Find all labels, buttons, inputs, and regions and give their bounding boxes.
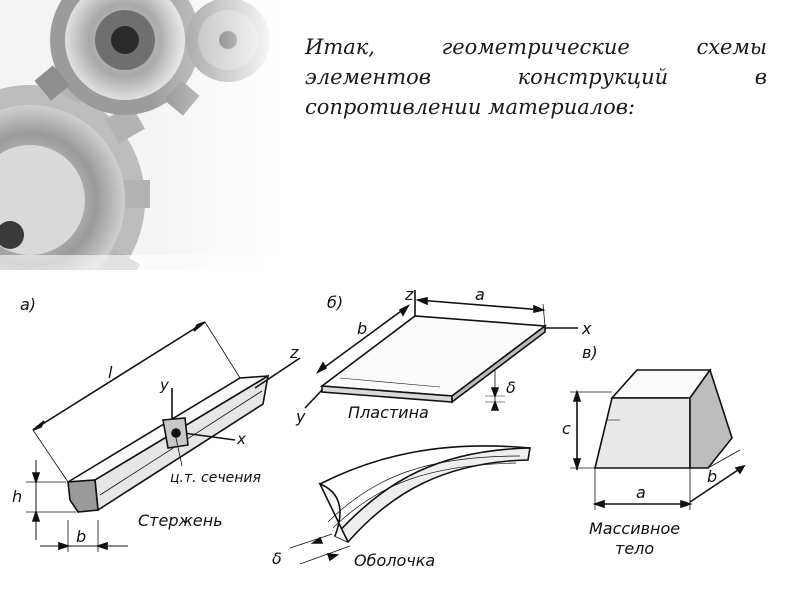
plate-side-b-label: b [357, 319, 367, 338]
structural-elements-figure: а) l z y x ц.т. сечения h b Стержень б) … [12, 285, 746, 570]
rod-axis-z-label: z [289, 343, 299, 362]
solid-drawing [570, 368, 746, 510]
solid-side-a-label: a [636, 483, 646, 502]
plate-panel-label: б) [327, 293, 343, 312]
solid-panel-label: в) [582, 343, 598, 362]
solid-side-b-label: b [707, 467, 717, 486]
plate-side-a-label: a [475, 285, 485, 304]
plate-axis-y-label: y [295, 407, 306, 426]
plate-name-label: Пластина [348, 403, 429, 422]
rod-name-label: Стержень [138, 511, 223, 530]
gears-image [0, 0, 280, 270]
rod-centroid-label: ц.т. сечения [170, 470, 261, 486]
shell-drawing [289, 445, 531, 565]
rod-width-label: b [76, 527, 86, 546]
solid-name-line2-label: тело [615, 539, 654, 558]
rod-axis-y-label: y [159, 376, 170, 394]
plate-axis-z-label: z [404, 285, 414, 304]
rod-panel-label: а) [20, 295, 36, 314]
plate-drawing [304, 290, 578, 411]
rod-length-label: l [108, 363, 113, 382]
rod-height-label: h [12, 487, 22, 506]
shell-thickness-label: δ [272, 549, 282, 568]
slide-heading: Итак, геометрические схемы элементов кон… [305, 35, 767, 119]
plate-thickness-label: δ [506, 378, 516, 397]
plate-axis-x-label: x [581, 319, 592, 338]
solid-height-label: c [562, 419, 571, 438]
shell-name-label: Оболочка [354, 551, 435, 570]
rod-axis-x-label: x [236, 430, 246, 448]
rod-drawing [26, 321, 301, 552]
solid-name-line1-label: Массивное [589, 519, 680, 538]
